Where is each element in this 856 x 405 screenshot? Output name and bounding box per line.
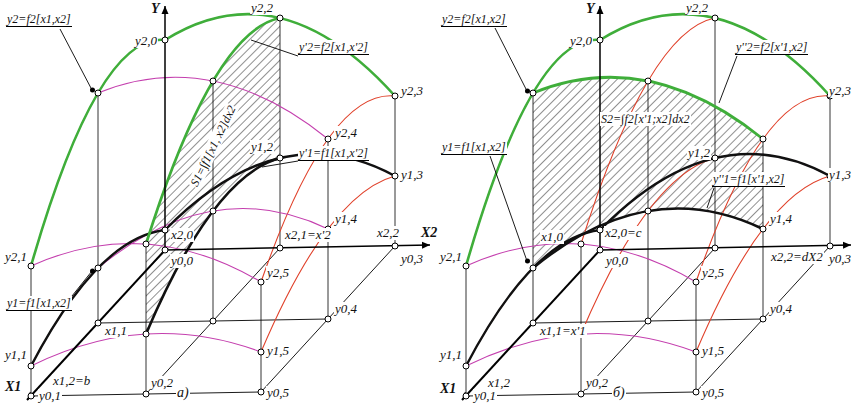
- formula-label: y''1=f1[x'1,x2]: [712, 172, 785, 187]
- axis-label: X2: [420, 226, 438, 240]
- point-label: y1,4: [769, 212, 793, 226]
- axis: [165, 245, 430, 250]
- point-label: y0,4: [334, 302, 358, 316]
- point-label: y2,5: [266, 266, 290, 280]
- formula-label: y'2=f2[x1,x'2]: [298, 40, 369, 55]
- formula-label: y1=f1[x1,x2]: [6, 296, 72, 311]
- point-label: x1,2=b: [52, 374, 91, 388]
- area-formula: S2=∫f2[x'1;x2]dx2: [600, 112, 691, 126]
- point-label: y0,5: [266, 386, 290, 400]
- point-label: y0,2: [150, 376, 174, 390]
- point-label: x1,1: [104, 324, 128, 338]
- point-label: y1,4: [334, 212, 358, 226]
- panel-grid: [466, 14, 830, 396]
- point-label: y1,3: [400, 168, 424, 182]
- point-label: y0,1: [38, 389, 62, 403]
- point-label: y0,1: [473, 389, 497, 403]
- point-label: y1,5: [701, 344, 725, 358]
- formula-label: y2=f2[x1,x2]: [6, 12, 72, 27]
- point-label: y1,3: [828, 168, 852, 182]
- point-label: y2,2: [685, 1, 709, 15]
- point-label: y0,0: [605, 254, 629, 268]
- formula-label: y'1=f1[x1,x'2]: [298, 146, 369, 161]
- panel-letter: a): [176, 386, 190, 400]
- section-f1: [146, 158, 763, 334]
- point-label: x1,0: [540, 230, 564, 244]
- section-f2: [146, 18, 763, 244]
- grid-points: [463, 15, 833, 399]
- point-label: x2,0=c: [604, 226, 643, 240]
- point-label: y0,3: [828, 252, 852, 266]
- axis-label: X1: [439, 382, 457, 396]
- point-label: y2,4: [334, 126, 358, 140]
- point-label: y1,2: [687, 146, 711, 160]
- grid-points: [28, 15, 398, 399]
- leader-dot: [90, 88, 530, 274]
- point-label: y0,2: [585, 376, 609, 390]
- panel-grid: [31, 14, 395, 396]
- formula-label: y2=f2[x1,x2]: [441, 12, 507, 27]
- panel-letter: б): [612, 386, 626, 400]
- point-label: x2,0: [170, 228, 194, 242]
- point-label: y2,1: [439, 250, 463, 264]
- point-label: y0,0: [170, 254, 194, 268]
- point-label: y0,5: [701, 386, 725, 400]
- point-label: x2,2: [376, 226, 400, 240]
- point-label: y0,3: [400, 252, 424, 266]
- point-label: y1,2: [250, 140, 274, 154]
- point-label: y2,0: [569, 34, 593, 48]
- point-label: y2,1: [4, 250, 28, 264]
- axis-label: X1: [4, 380, 22, 394]
- point-label: x1,1=x'1: [539, 324, 587, 338]
- point-label: y1,5: [266, 344, 290, 358]
- point-label: y2,5: [701, 266, 725, 280]
- point-label: y1,1: [439, 348, 463, 362]
- formula-label: y1=f1[x1,x2]: [441, 140, 507, 155]
- axis-label: Y: [585, 2, 596, 16]
- point-label: y2,3: [828, 84, 852, 98]
- point-label: x2,1=x'2: [284, 228, 332, 242]
- point-label: x1,2: [487, 376, 511, 390]
- point-label: y1,1: [4, 348, 28, 362]
- formula-label: y''2=f2[x'1,x2]: [735, 40, 808, 55]
- point-label: y2,3: [400, 84, 424, 98]
- point-label: x2,2=dX2: [770, 250, 824, 264]
- point-label: y2,0: [134, 34, 158, 48]
- leader-line: [60, 28, 737, 311]
- axis-label: Y: [150, 2, 161, 16]
- point-label: y0,4: [769, 302, 793, 316]
- point-label: y2,2: [250, 1, 274, 15]
